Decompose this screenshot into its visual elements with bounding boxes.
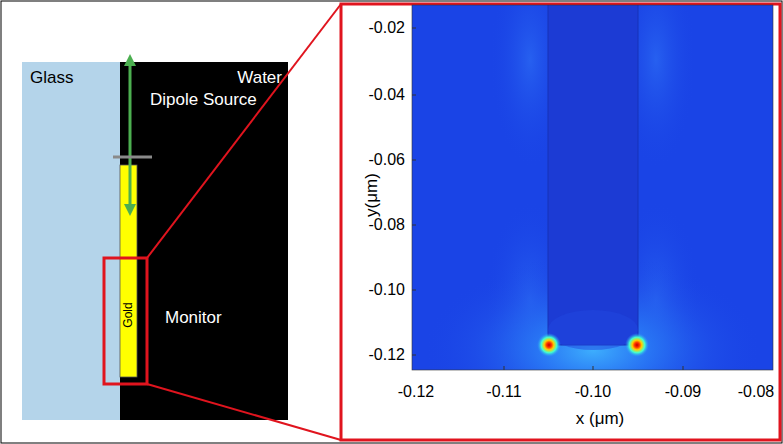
water-band: WaterGold bbox=[120, 62, 288, 420]
tick-label: -0.06 bbox=[369, 151, 405, 169]
zoom-line bbox=[147, 4, 341, 258]
tick-label: -0.12 bbox=[369, 346, 405, 364]
plot-frame bbox=[412, 5, 773, 370]
region-label: Gold bbox=[122, 302, 136, 327]
axis-title: x (μm) bbox=[576, 410, 625, 429]
tick-label: -0.12 bbox=[398, 383, 434, 401]
tick-label: -0.10 bbox=[369, 281, 405, 299]
glass-band: Glass bbox=[22, 62, 120, 420]
region-label: Glass bbox=[30, 68, 112, 88]
tick-label: -0.08 bbox=[738, 383, 774, 401]
axis-ticks bbox=[412, 28, 683, 370]
monitor-box bbox=[104, 258, 147, 384]
gold-bar-box: Gold bbox=[120, 165, 137, 377]
tick-label: -0.11 bbox=[486, 383, 521, 401]
dipole-arrow bbox=[124, 54, 136, 216]
source-label: Dipole Source bbox=[150, 91, 257, 110]
tick-label: -0.09 bbox=[665, 383, 701, 401]
axis-title: y(μm) bbox=[363, 173, 382, 217]
source-plane bbox=[113, 156, 152, 159]
tick-label: -0.04 bbox=[369, 86, 405, 104]
tick-label: -0.02 bbox=[369, 19, 405, 37]
monitor-label: Monitor bbox=[165, 309, 222, 328]
tick-label: -0.10 bbox=[575, 383, 611, 401]
field-map bbox=[412, 5, 773, 370]
region-label: Water bbox=[126, 68, 282, 88]
water-region bbox=[120, 62, 288, 420]
tick-label: -0.08 bbox=[369, 216, 405, 234]
zoom-line bbox=[147, 384, 341, 440]
